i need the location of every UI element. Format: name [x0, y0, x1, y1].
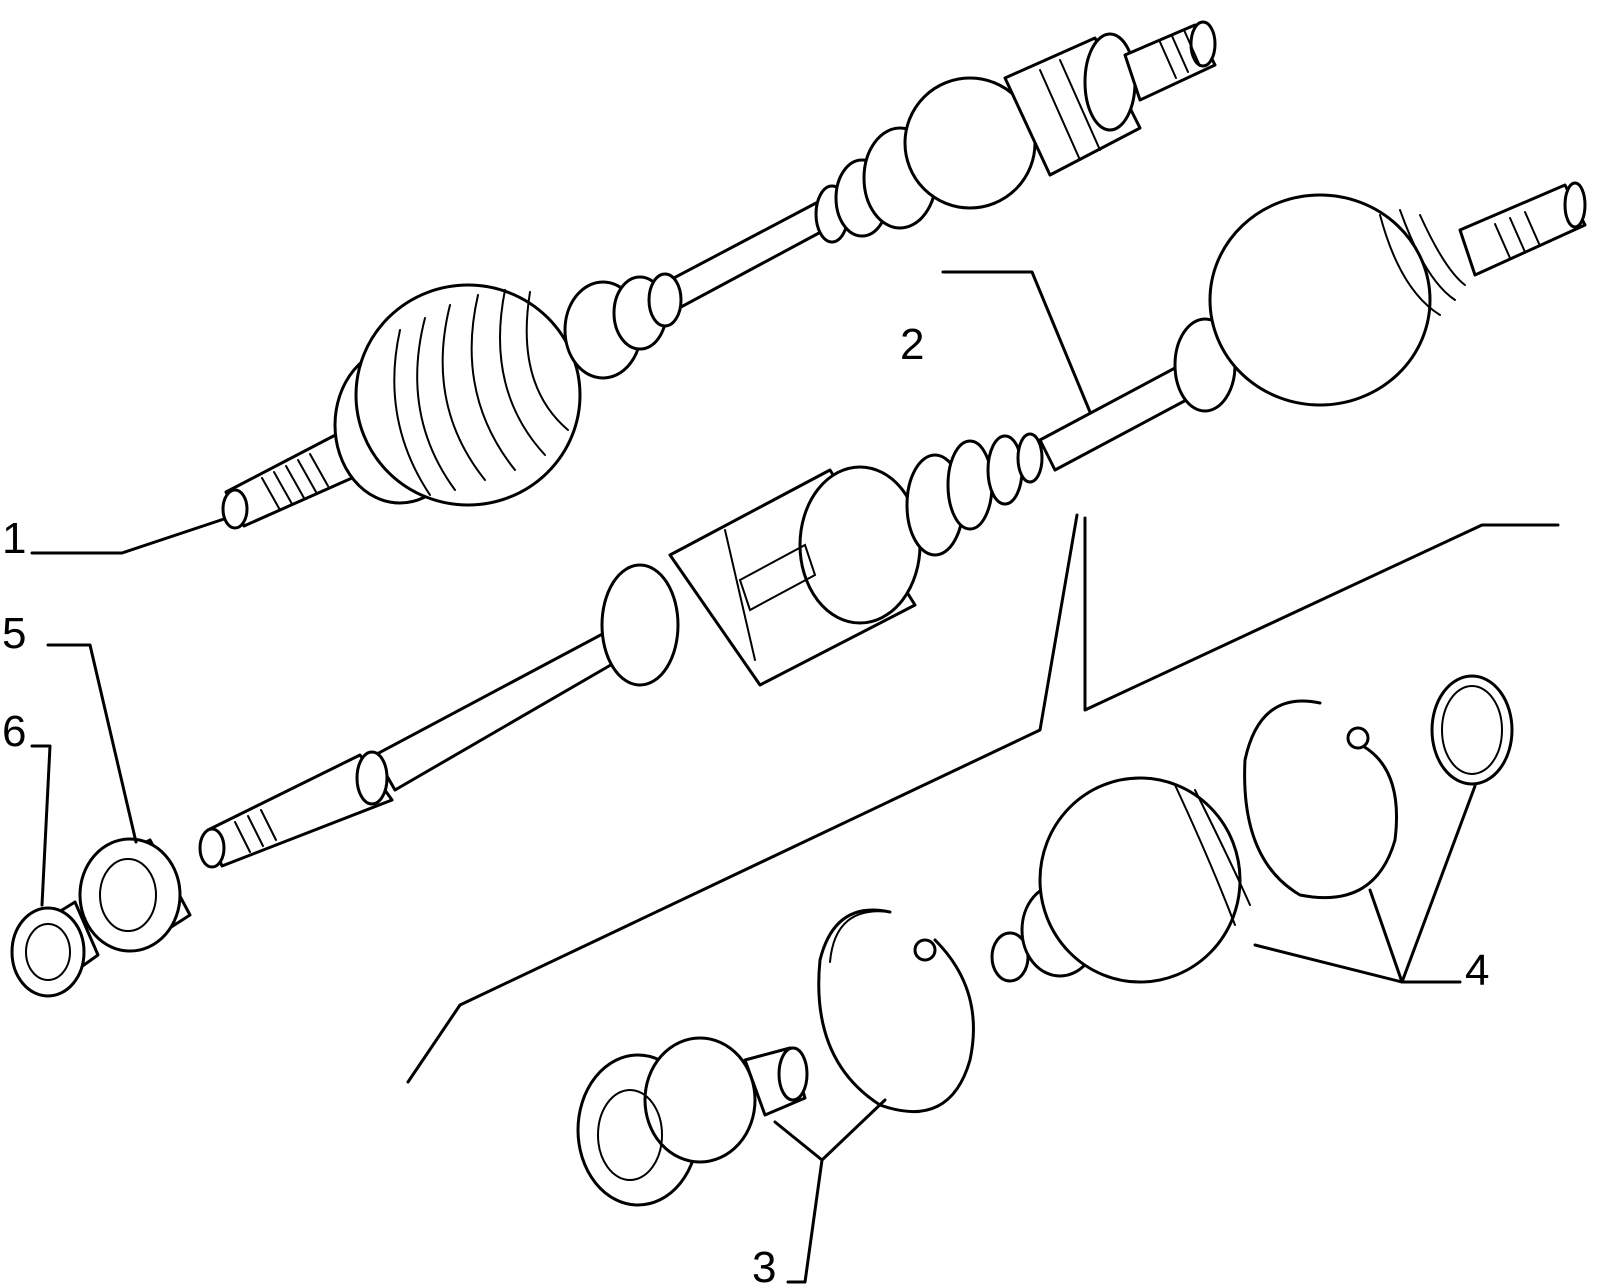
leader-2 — [941, 270, 1092, 414]
boot-kit-3 — [576, 908, 975, 1207]
callout-5: 5 — [2, 609, 26, 658]
callout-6: 6 — [2, 707, 26, 756]
leader-5 — [46, 643, 138, 844]
leader-4b — [1368, 888, 1404, 984]
bushing-6 — [10, 900, 100, 998]
drive-shaft-1 — [221, 20, 1217, 530]
callout-3: 3 — [752, 1243, 776, 1286]
leader-3 — [773, 1120, 824, 1284]
bracket-right — [1083, 516, 1560, 712]
callout-labels: 1 2 3 4 5 6 — [2, 320, 1489, 1286]
leader-lines — [30, 270, 1560, 1284]
leader-6 — [30, 744, 52, 907]
drive-shaft-2 — [198, 181, 1587, 869]
leader-1 — [30, 517, 226, 555]
bracket-left — [406, 513, 1079, 1084]
callout-4: 4 — [1465, 946, 1489, 995]
leader-3b — [820, 1098, 887, 1162]
boot-kit-4 — [990, 674, 1514, 984]
leader-4 — [1253, 943, 1462, 984]
callout-2: 2 — [900, 320, 924, 369]
callout-1: 1 — [2, 514, 26, 563]
bearing-5 — [78, 837, 192, 953]
leader-4c — [1400, 784, 1477, 984]
